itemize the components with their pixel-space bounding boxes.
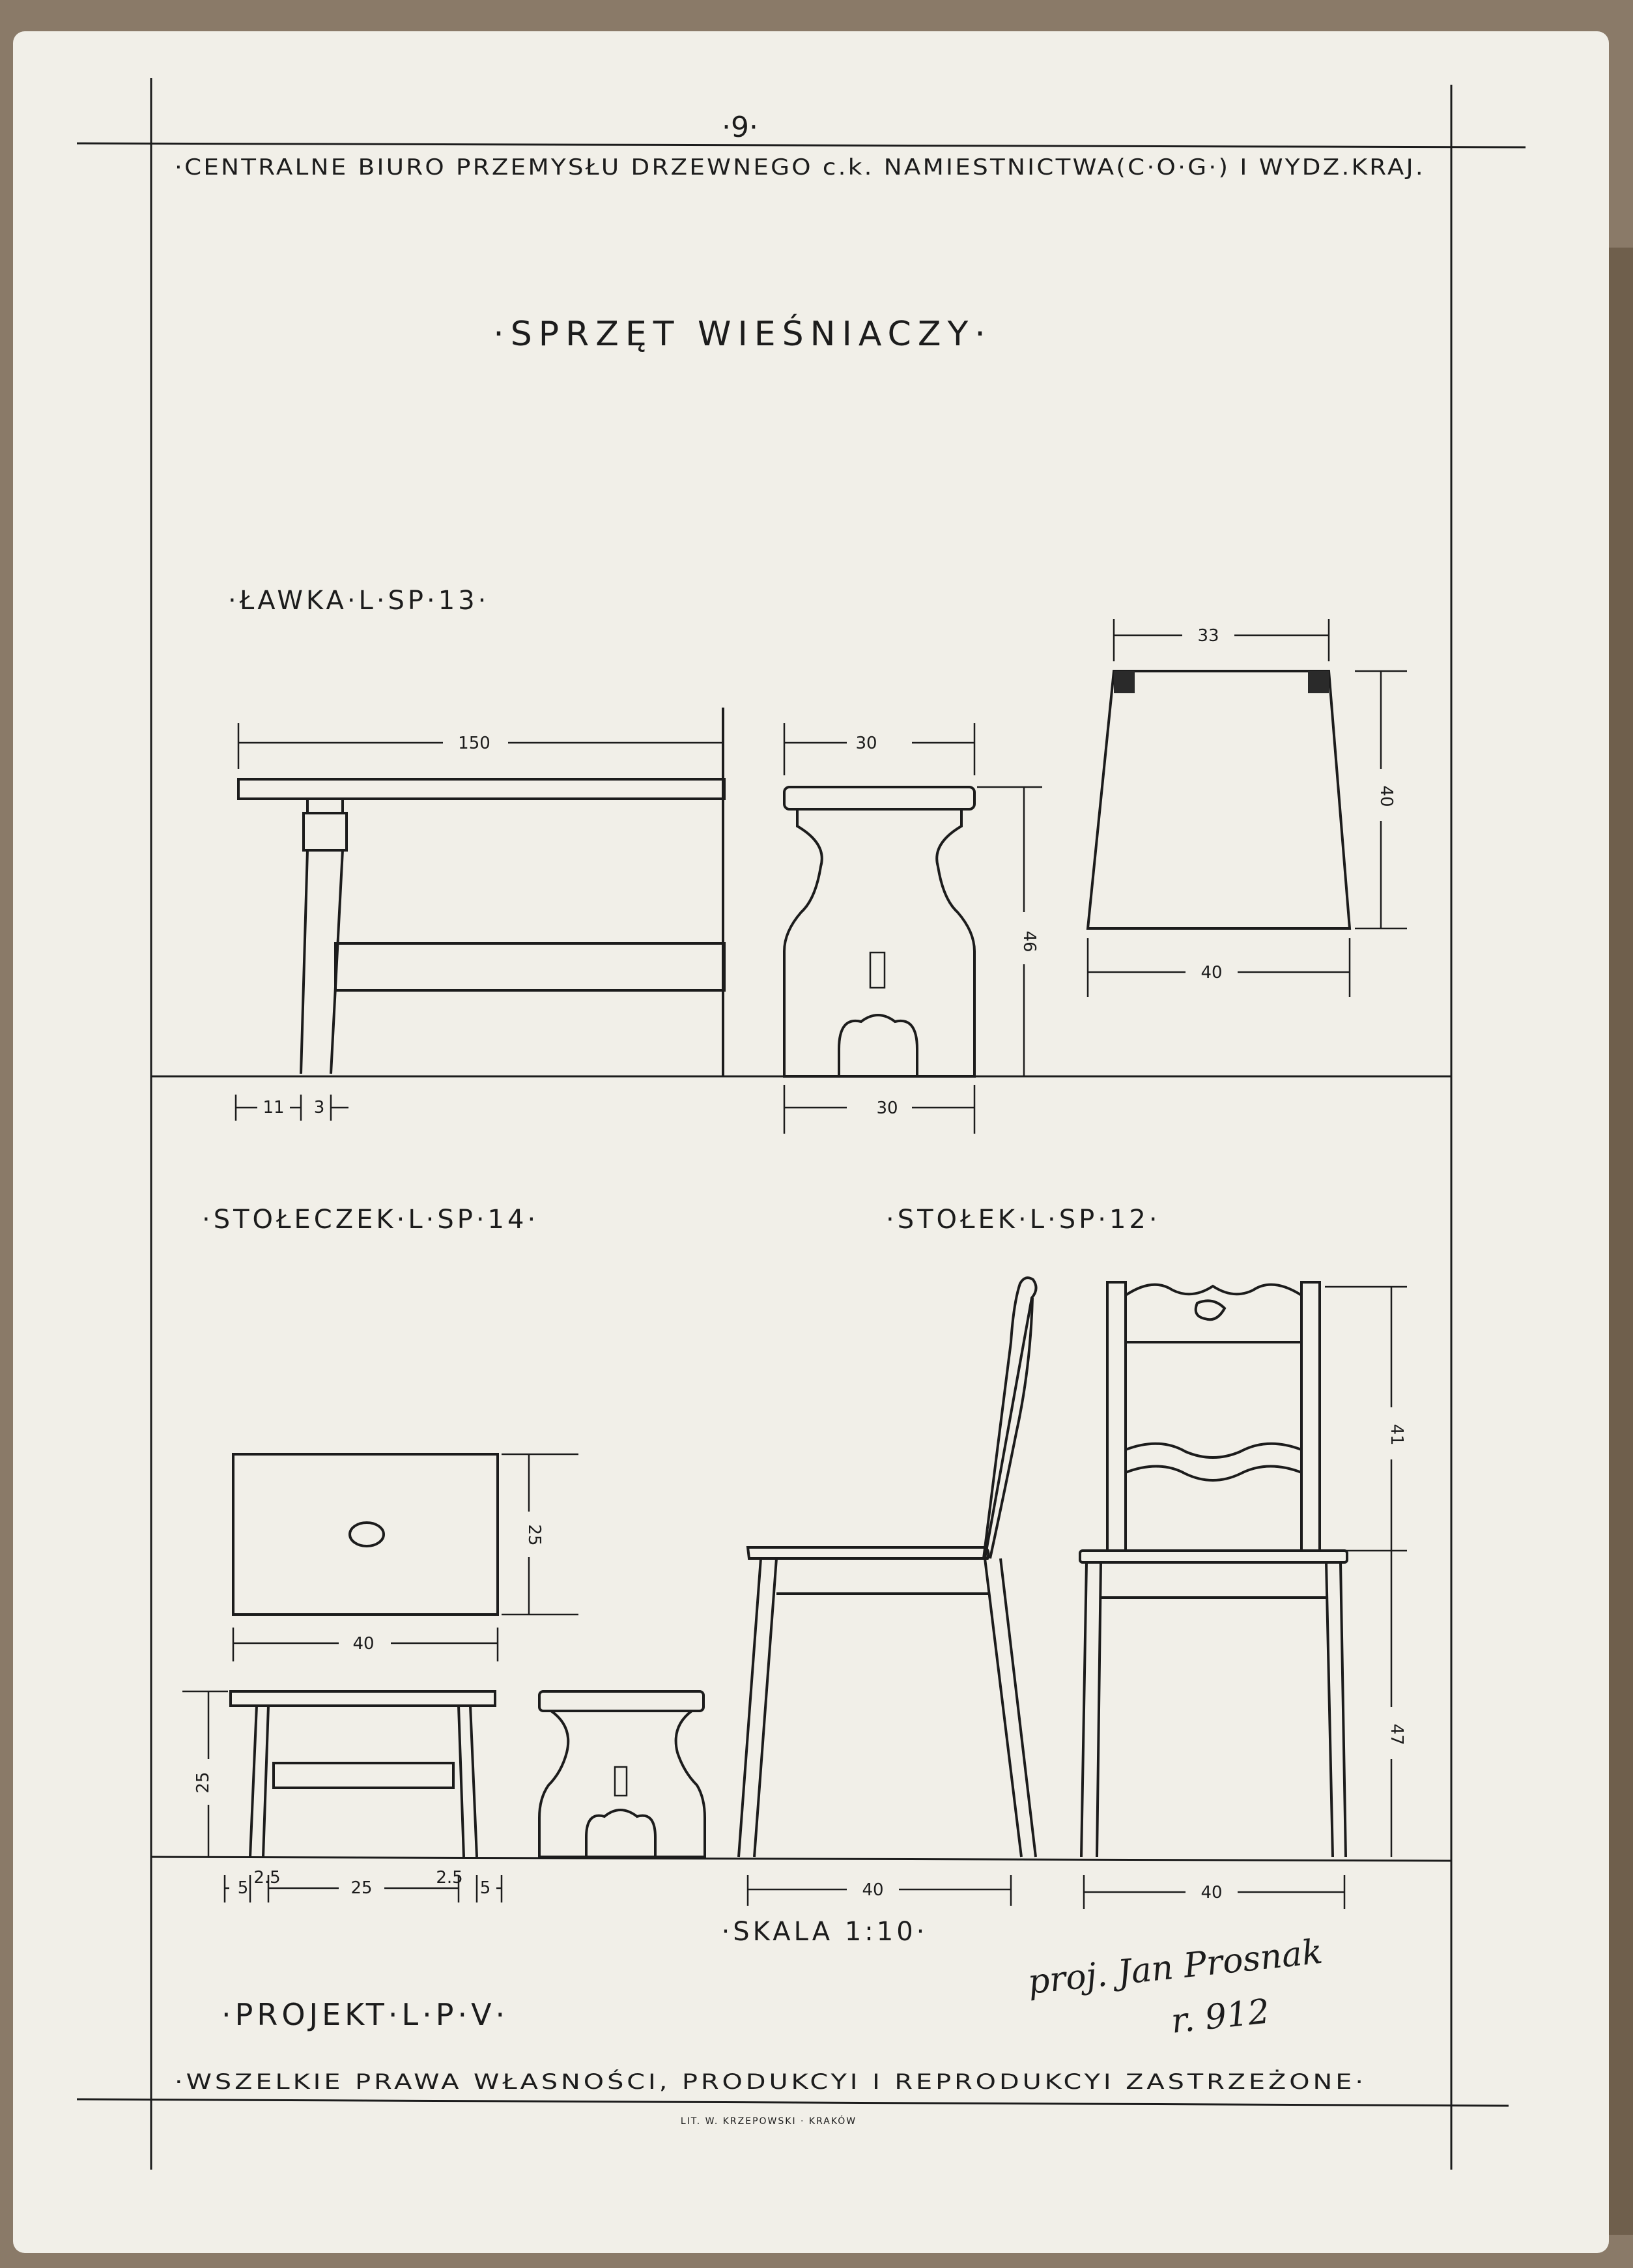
dim-chair-front-width: 40 (1200, 1883, 1222, 1902)
section-stoleczek: ·STOŁECZEK·L·SP·14· (202, 1205, 539, 1235)
dim-stool-base-2: 2.5 (253, 1868, 280, 1888)
stool-base-dims: 5 2.5 25 2.5 5 (223, 1868, 503, 1902)
bench-leg-dim: 11 3 (234, 1095, 348, 1121)
section-lawka: ·ŁAWKA·L·SP·13· (228, 586, 489, 616)
dim-chair-side-depth: 40 (862, 1880, 883, 1900)
dim-bench-base-width: 30 (876, 1098, 898, 1118)
dim-stool-depth: 25 (524, 1524, 544, 1545)
bench-end-dims: 30 46 30 (783, 723, 1042, 1134)
chair-front-view (1079, 1281, 1348, 1858)
page-title: ·SPRZĘT WIEŚNIACZY· (493, 313, 992, 354)
section-stolek: ·STOŁEK·L·SP·12· (886, 1205, 1161, 1235)
dim-bench-leg-b: 3 (314, 1098, 325, 1117)
bench-end-view (783, 786, 976, 1078)
page-number: ·9· (722, 111, 758, 144)
dim-bench-leg-a: 11 (263, 1098, 284, 1117)
dim-stool-base-1: 5 (238, 1878, 249, 1898)
dim-top-view-depth: 40 (1376, 785, 1396, 807)
bench-top-view: 33 40 40 (1086, 619, 1407, 997)
bench-side-view (237, 708, 726, 1076)
chair-side-dim: 40 (746, 1875, 1012, 1906)
bench-length-dim: 150 (237, 723, 723, 769)
stool-end-view (538, 1690, 706, 1858)
sheet-frame (76, 78, 1526, 2170)
stool-side-view: 25 (182, 1690, 496, 1858)
chair-front-dims: 41 47 40 (1083, 1285, 1407, 1909)
dim-top-view-bottom: 40 (1200, 963, 1222, 983)
dim-chair-seat-height: 47 (1387, 1723, 1406, 1745)
paper-sheet (13, 31, 1609, 2253)
printer-credit: LIT. W. KRZEPOWSKI · KRAKÓW (681, 2115, 857, 2127)
dim-bench-end-width: 30 (855, 734, 877, 753)
dim-chair-back-height: 41 (1387, 1424, 1406, 1445)
dim-stool-base-3: 25 (350, 1878, 372, 1898)
rights-notice: ·WSZELKIE PRAWA WŁASNOŚCI, PRODUKCYI I R… (175, 2069, 1367, 2094)
dim-bench-length: 150 (458, 734, 490, 753)
scale-label: ·SKALA 1:10· (722, 1917, 928, 1947)
dim-stool-base-5: 5 (480, 1878, 491, 1898)
dim-stool-height: 25 (193, 1772, 213, 1793)
dim-bench-height: 46 (1019, 930, 1039, 952)
office-header: ·CENTRALNE BIURO PRZEMYSŁU DRZEWNEGO c.k… (175, 154, 1425, 180)
chair-side-view (737, 1276, 1038, 1858)
dim-top-view-top: 33 (1197, 626, 1219, 646)
project-label: ·PROJEKT·L·P·V· (221, 1997, 509, 2032)
dim-stool-base-4: 2.5 (436, 1868, 462, 1888)
stool-plan-view: 25 40 (232, 1453, 578, 1661)
dim-stool-width: 40 (352, 1634, 374, 1654)
